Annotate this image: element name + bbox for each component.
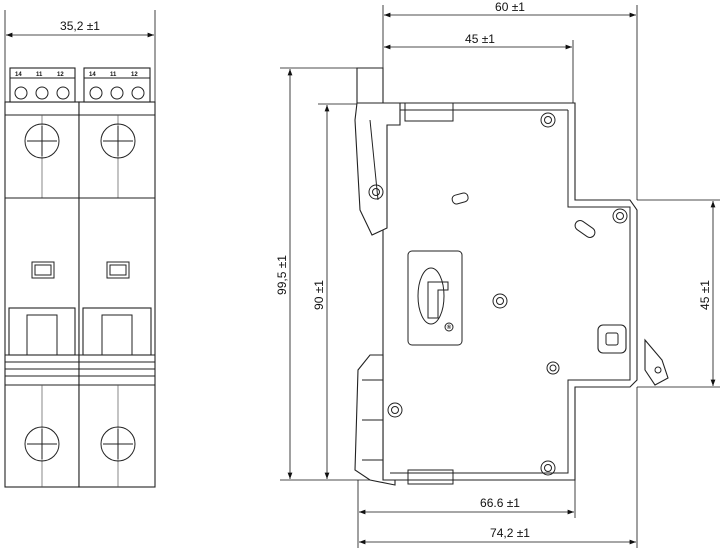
registered-mark: ® xyxy=(447,324,452,331)
toggle-lever[interactable] xyxy=(82,307,152,356)
toggle-lever-side[interactable] xyxy=(354,67,401,236)
overall-height-label: 99,5 ±1 xyxy=(275,255,289,295)
pole-1: 14 11 12 xyxy=(4,67,80,488)
toggle-lever[interactable] xyxy=(8,307,76,356)
terminal-label: 14 xyxy=(89,72,96,78)
base-overall-label: 74,2 ±1 xyxy=(490,526,530,540)
terminal-label: 12 xyxy=(131,72,138,78)
terminal-screw-icon xyxy=(56,86,70,100)
rivet-holes xyxy=(368,112,628,476)
side-view: 60 ±1 45 ±1 99,5 ±1 90 ±1 45 ±1 66.6 ±1 … xyxy=(275,0,720,548)
terminal-screw-icon xyxy=(110,86,124,100)
body-height-label: 90 ±1 xyxy=(312,280,326,310)
terminal-label: 14 xyxy=(15,72,22,78)
screw-icon xyxy=(24,123,60,159)
terminal-screw-icon xyxy=(14,86,28,100)
terminal-label: 11 xyxy=(110,72,117,78)
terminal-screw-icon xyxy=(89,86,103,100)
slot xyxy=(574,220,596,238)
indicator-window xyxy=(106,261,130,279)
front-view: 35,2 ±1 14 11 12 xyxy=(4,10,156,488)
test-button[interactable] xyxy=(597,324,627,354)
indicator-window xyxy=(31,261,55,279)
width-dimension-label: 35,2 ±1 xyxy=(60,19,100,33)
breaker-body xyxy=(382,102,638,481)
body-width-label: 45 ±1 xyxy=(465,32,495,46)
screw-icon xyxy=(100,426,136,462)
brand-logo: ® xyxy=(407,250,463,346)
front-height-label: 45 ±1 xyxy=(698,280,712,310)
terminal-label: 12 xyxy=(57,72,64,78)
pole-2: 14 11 12 xyxy=(78,67,156,488)
base-width-label: 66.6 ±1 xyxy=(480,496,520,510)
slot xyxy=(451,192,469,205)
screw-icon xyxy=(24,426,60,462)
terminal-screw-icon xyxy=(35,86,49,100)
terminal-label: 11 xyxy=(36,72,43,78)
screw-icon xyxy=(100,123,136,159)
overall-width-label: 60 ±1 xyxy=(495,0,525,14)
terminal-tab xyxy=(644,338,669,386)
terminal-screw-icon xyxy=(131,86,145,100)
